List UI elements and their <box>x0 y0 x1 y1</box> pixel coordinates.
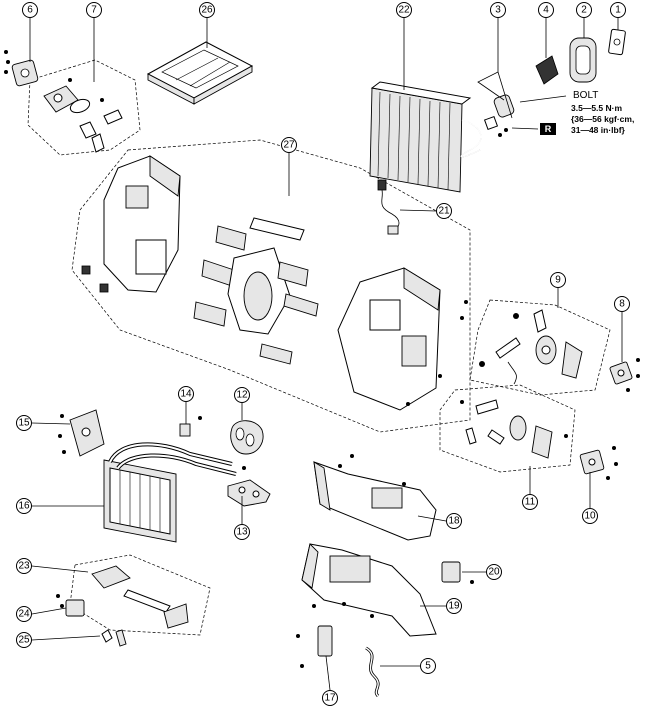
part-18-lower-duct <box>313 454 437 541</box>
callout-1-label: 1 <box>615 5 621 16</box>
callout-5: 5 <box>420 658 436 674</box>
bolt-spec-line2: {36—56 kgf·cm, <box>571 114 634 124</box>
callout-18: 18 <box>446 513 462 529</box>
part-27-right-case <box>337 267 468 411</box>
callout-8-label: 8 <box>619 299 625 310</box>
callout-25: 25 <box>16 632 32 648</box>
callout-23: 23 <box>16 558 32 574</box>
part-24-actuator <box>56 594 85 617</box>
callout-11-label: 11 <box>525 497 536 508</box>
callout-27: 27 <box>281 137 297 153</box>
callout-10-label: 10 <box>584 511 596 522</box>
part-6-actuator <box>4 50 39 87</box>
callout-26-label: 26 <box>201 5 213 16</box>
callout-5-label: 5 <box>425 661 431 672</box>
callout-21: 21 <box>436 203 452 219</box>
bolt-spec-line1: 3.5—5.5 N·m <box>571 103 622 113</box>
callout-3-label: 3 <box>495 5 501 16</box>
callout-10: 10 <box>582 508 598 524</box>
callout-4-label: 4 <box>543 5 549 16</box>
callout-25-label: 25 <box>18 635 30 646</box>
callout-24-label: 24 <box>18 609 30 620</box>
callout-12: 12 <box>234 387 250 403</box>
part-27-left-case <box>81 155 181 293</box>
callout-19-label: 19 <box>448 601 460 612</box>
callout-3: 3 <box>490 2 506 18</box>
callout-23-label: 23 <box>18 561 30 572</box>
callout-9-label: 9 <box>555 275 561 286</box>
part-14-clip <box>179 416 202 437</box>
part-19-lower-case <box>301 543 437 637</box>
callout-20: 20 <box>486 564 502 580</box>
bolt-torque-spec: BOLT 3.5—5.5 N·m {36—56 kgf·cm, 31—48 in… <box>519 90 634 135</box>
part-13-pipe-bracket <box>227 466 271 507</box>
group-outline-11 <box>439 384 576 473</box>
leader-lines <box>29 18 623 691</box>
callout-15-label: 15 <box>18 418 30 429</box>
part-9-mode-links <box>479 309 583 385</box>
callout-9: 9 <box>550 272 566 288</box>
part-5-harness <box>365 646 380 698</box>
callout-22: 22 <box>396 2 412 18</box>
part-1-seal <box>608 28 626 56</box>
callout-21-label: 21 <box>438 206 450 217</box>
group-outline-27 <box>71 139 471 433</box>
callout-7-label: 7 <box>91 5 97 16</box>
callout-6-label: 6 <box>27 5 33 16</box>
part-10-actuator <box>579 446 618 480</box>
part-7-link-mechanism <box>43 78 123 153</box>
callout-4: 4 <box>538 2 554 18</box>
part-22-evaporator <box>369 81 482 193</box>
callout-1: 1 <box>610 2 626 18</box>
part-16-heater-core <box>103 442 237 543</box>
part-8-actuator <box>609 358 640 392</box>
callout-27-label: 27 <box>283 140 295 151</box>
part-23-duct-set <box>91 565 189 629</box>
bolt-spec-title: BOLT <box>573 90 598 101</box>
callout-12-label: 12 <box>236 390 248 401</box>
part-2-grommet <box>569 37 597 83</box>
callout-24: 24 <box>16 606 32 622</box>
callout-19: 19 <box>446 598 462 614</box>
callout-18-label: 18 <box>448 516 460 527</box>
callout-13: 13 <box>234 524 250 540</box>
group-outline-9 <box>469 299 611 396</box>
callout-8: 8 <box>614 296 630 312</box>
callout-11: 11 <box>522 494 538 510</box>
callout-16: 16 <box>16 498 32 514</box>
part-21-sensor <box>377 179 400 235</box>
bolt-spec-line3: 31—48 in·lbf} <box>571 125 626 135</box>
callout-17-label: 17 <box>324 693 336 704</box>
callout-6: 6 <box>22 2 38 18</box>
callout-17: 17 <box>322 690 338 706</box>
callout-7: 7 <box>86 2 102 18</box>
part-17-relay <box>296 625 333 668</box>
part-4-insulator <box>535 55 559 85</box>
part-11-airmix-links <box>460 399 568 459</box>
callout-14-label: 14 <box>180 389 192 400</box>
callout-26: 26 <box>199 2 215 18</box>
part-20-actuator <box>441 561 474 584</box>
callout-2-label: 2 <box>581 5 587 16</box>
part-12-pipe-seal <box>230 420 264 455</box>
callout-16-label: 16 <box>18 501 30 512</box>
part-25-clips <box>101 629 127 647</box>
r-mark: R <box>511 123 556 135</box>
callout-2: 2 <box>576 2 592 18</box>
part-3-expansion-valve <box>483 94 515 137</box>
callout-15: 15 <box>16 415 32 431</box>
part-26-filter-frame <box>146 41 254 105</box>
callout-13-label: 13 <box>236 527 248 538</box>
callout-22-label: 22 <box>398 5 410 16</box>
callout-14: 14 <box>178 386 194 402</box>
group-outline-7 <box>27 59 141 156</box>
part-27-center-internals <box>193 217 319 365</box>
part-15-bracket <box>58 409 105 457</box>
callout-20-label: 20 <box>488 567 500 578</box>
r-mark-label: R <box>545 124 552 134</box>
